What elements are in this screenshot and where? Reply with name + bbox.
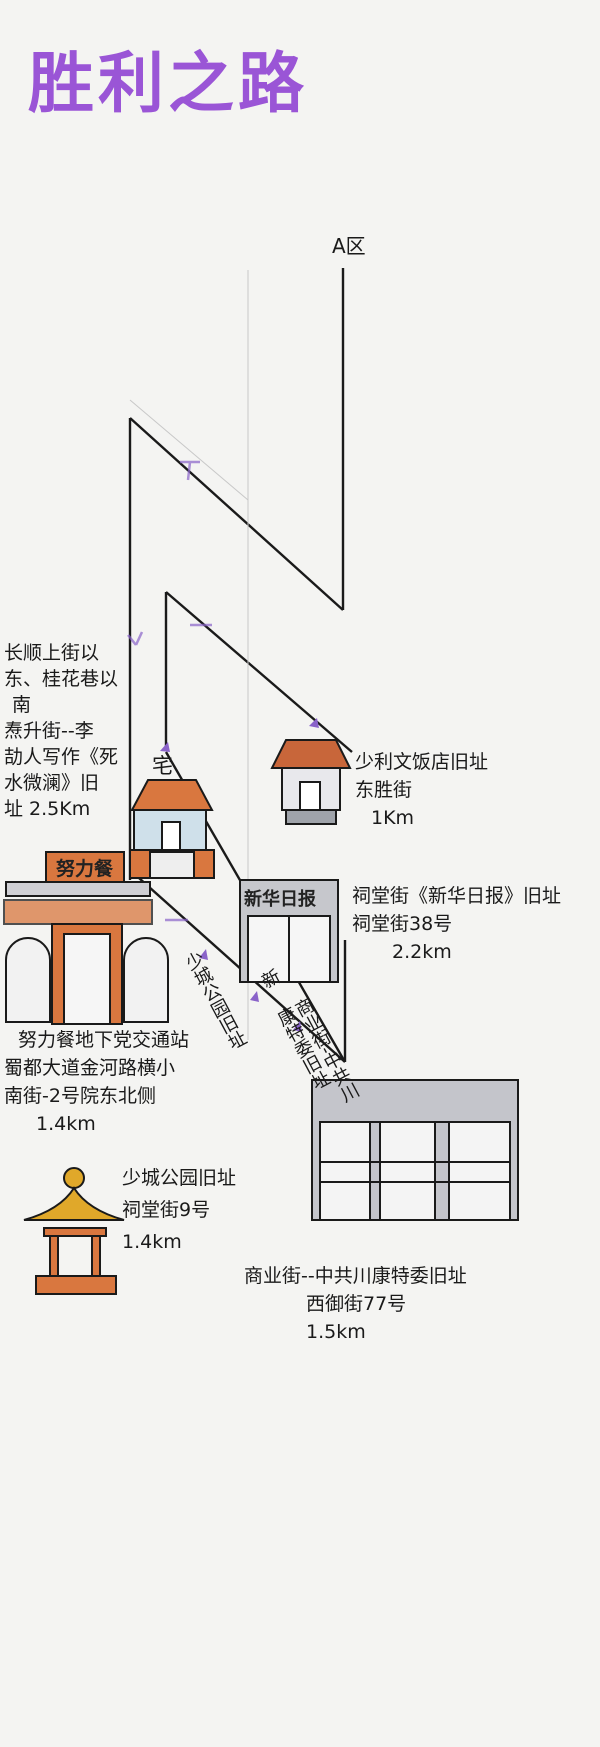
marker-icon (309, 718, 319, 728)
building-shaoliwen (270, 739, 352, 825)
sign-xinhua: 新华日报 (244, 889, 316, 910)
sign-nulican: 努力餐 (56, 858, 114, 880)
site-chuankang: 商业街--中共川康特委旧址 西御街77号 1.5km (244, 1265, 467, 1343)
map-title: 胜利之路 (28, 45, 308, 122)
site-lijieren: 长顺上街以 东、桂花巷以 南 焘升街--李 劼人写作《死 水微澜》旧 址 2.5… (4, 642, 119, 820)
marker-icon (160, 742, 170, 752)
site-nulican: 努力餐地下党交通站 蜀都大道金河路横小 南街-2号院东北侧 1.4km (4, 1029, 190, 1135)
pavilion-shaocheng (23, 1167, 125, 1295)
site-xinhua: 祠堂街《新华日报》旧址 祠堂街38号 2.2km (352, 885, 562, 963)
sign-residence: 宅 (152, 754, 173, 778)
building-residence (129, 779, 215, 879)
area-label: A区 (332, 234, 366, 258)
route-line (129, 869, 346, 1063)
site-shaocheng: 少城公园旧址 祠堂街9号 1.4km (122, 1167, 237, 1253)
building-chuankang (311, 1079, 519, 1221)
marker-icon (250, 991, 259, 1002)
marker-icon (199, 949, 208, 960)
building-nulican (3, 851, 169, 1025)
site-shaoliwen: 少利文饭店旧址 东胜街 1Km (355, 751, 489, 829)
building-xinhua (239, 879, 339, 983)
route-line (129, 417, 344, 611)
route-line (165, 591, 353, 753)
marker-icon (293, 1021, 302, 1032)
